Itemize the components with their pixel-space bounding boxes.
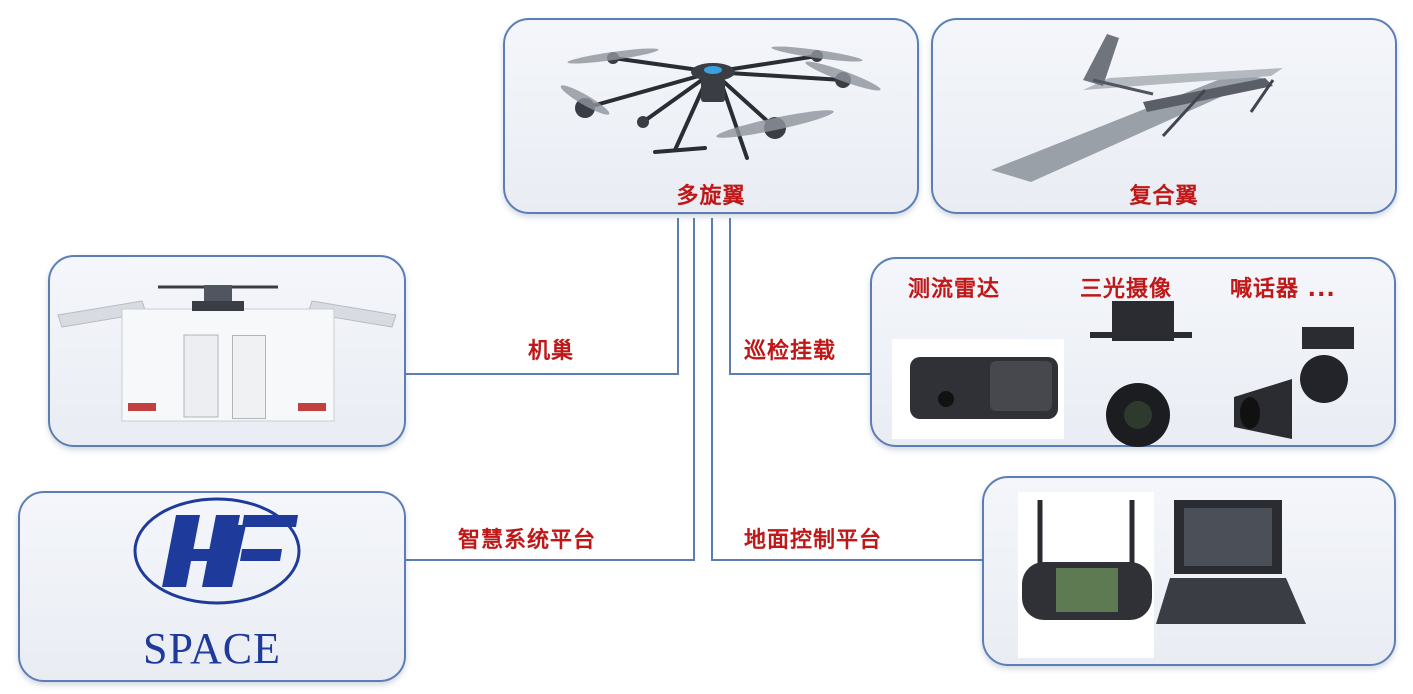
hf-logo-icon (133, 497, 301, 605)
ground-control-box (982, 476, 1396, 666)
nest-label: 机巢 (528, 339, 575, 364)
payload-item-radar: 测流雷达 (908, 277, 1001, 302)
logo-text: SPACE (143, 624, 281, 673)
drone-nest-icon (57, 285, 397, 422)
connector-payload (729, 218, 870, 375)
multirotor-drone-icon (560, 46, 881, 160)
platform-box: SPACE (18, 491, 406, 682)
compound-wing-label: 复合翼 (1129, 184, 1199, 209)
payload-item-speaker: 喊话器 ... (1230, 277, 1336, 302)
payload-label: 巡检挂载 (744, 339, 837, 364)
compound-wing-drone-icon (991, 34, 1283, 182)
ground-control-label: 地面控制平台 (744, 528, 883, 553)
platform-label: 智慧系统平台 (458, 528, 597, 553)
connector-ground (711, 218, 982, 561)
nest-door (232, 335, 266, 419)
connector-platform (406, 218, 695, 561)
payload-devices-icon (892, 301, 1354, 447)
connector-nest (406, 218, 679, 375)
multirotor-box: 多旋翼 (503, 18, 919, 214)
payload-box: 测流雷达 三光摄像 喊话器 ... (870, 257, 1396, 447)
nest-box (48, 255, 406, 447)
payload-item-camera: 三光摄像 (1080, 277, 1173, 302)
multirotor-label: 多旋翼 (676, 184, 746, 209)
compound-wing-box: 复合翼 (931, 18, 1397, 214)
ground-control-devices-icon (1018, 492, 1306, 658)
